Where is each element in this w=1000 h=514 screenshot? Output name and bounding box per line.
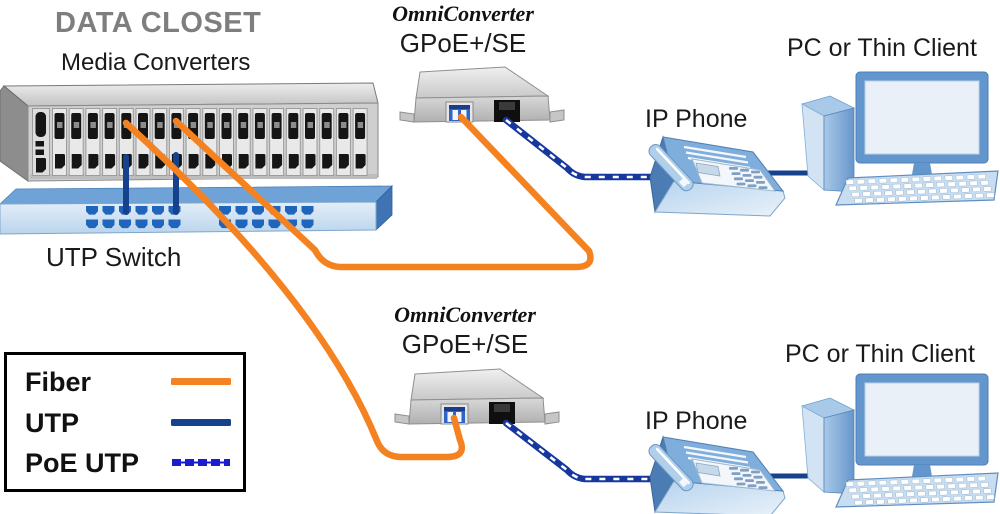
omniconverter-2-label: OmniConverter GPoE+/SE [370, 302, 560, 360]
media-converters-label: Media Converters [61, 49, 251, 76]
poe-utp-line-sample [171, 458, 231, 467]
utp-line-sample [171, 418, 231, 427]
ip-phone-1 [645, 135, 787, 218]
utp-switch [0, 185, 393, 235]
omniconverter-2 [394, 368, 560, 425]
ip-phone-2 [645, 435, 787, 514]
legend-label-fiber: Fiber [25, 367, 92, 397]
utp-switch-label: UTP Switch [46, 242, 182, 272]
omniconverter-2-model: GPoE+/SE [401, 329, 529, 359]
poe-cable-1-dashes [505, 118, 652, 179]
omniconverter-1-brand: OmniConverter [392, 1, 534, 26]
omniconverter-2-brand: OmniConverter [394, 302, 536, 327]
poe-cable-2 [502, 419, 656, 483]
poe-cable-2-dashes [505, 421, 652, 481]
pc-1-label: PC or Thin Client [787, 34, 977, 62]
fiber-cable-1 [172, 113, 594, 271]
media-converter-modules [52, 108, 368, 176]
omniconverter-1-label: OmniConverter GPoE+/SE [368, 1, 558, 59]
fiber-line-sample [171, 377, 231, 386]
legend-label-poe-utp: PoE UTP [25, 448, 140, 478]
legend-box: Fiber UTP PoE UTP [4, 352, 246, 492]
fiber-cable-2 [122, 119, 466, 461]
omniconverter-1 [399, 66, 565, 123]
legend-label-utp: UTP [25, 408, 79, 438]
ip-phone-1-label: IP Phone [645, 105, 748, 133]
power-module [32, 108, 50, 176]
omniconverter-1-model: GPoE+/SE [399, 28, 527, 58]
poe-cable-1 [502, 116, 656, 181]
data-closet-title: DATA CLOSET [55, 7, 262, 39]
pc-2-label: PC or Thin Client [785, 340, 975, 368]
pc-2 [802, 374, 998, 507]
pc-1 [802, 72, 998, 205]
ip-phone-2-label: IP Phone [645, 407, 748, 435]
